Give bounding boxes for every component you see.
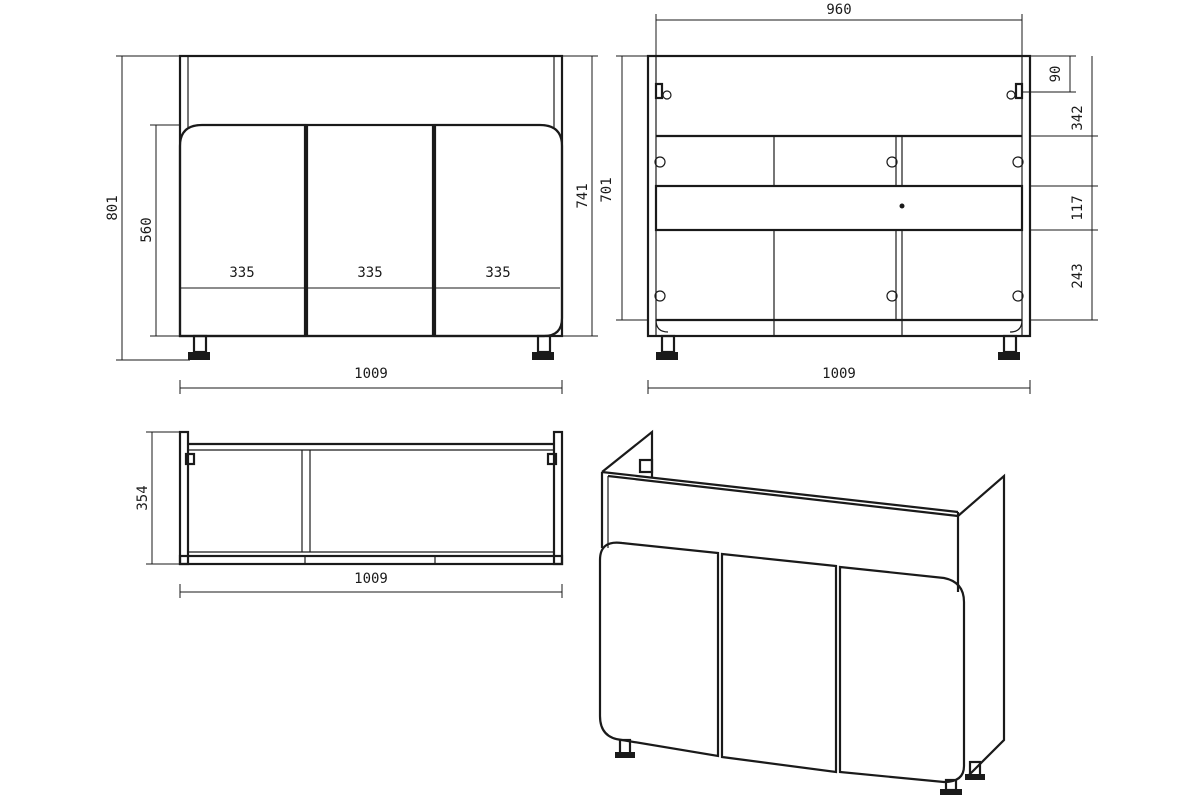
door-middle [305,123,435,338]
front-doors [178,123,564,338]
iso-door-middle [720,552,838,774]
front-total-width: 1009 [354,366,388,382]
door-width-3: 335 [485,265,510,281]
back-total-width: 1009 [822,366,856,382]
back-body-outline [646,54,1032,338]
front-body-outline [178,54,564,338]
front-body-height: 741 [575,183,591,208]
top-depth: 354 [135,485,151,510]
front-feet [188,334,554,360]
back-segment-342: 342 [1070,105,1086,130]
front-door-height: 560 [139,217,155,242]
back-segment-117: 117 [1070,195,1086,220]
back-hinges [654,156,1024,302]
top-view: 354 1009 [135,430,564,598]
iso-door-left [598,541,720,758]
front-view: 335 335 335 801 560 741 1009 [105,54,598,394]
back-hatched-panel [654,184,1024,232]
back-view: 960 701 90 342 117 243 1009 [599,2,1098,394]
front-total-height: 801 [105,195,121,220]
door-right [433,123,564,338]
back-inner-width: 960 [826,2,851,18]
back-segment-243: 243 [1070,263,1086,288]
back-total-height: 701 [599,177,615,202]
isometric-view [598,429,1006,795]
door-width-1: 335 [229,265,254,281]
back-segment-90: 90 [1048,66,1064,83]
top-total-width: 1009 [354,571,388,587]
door-width-2: 335 [357,265,382,281]
iso-door-right [838,565,966,784]
door-left [178,123,307,338]
